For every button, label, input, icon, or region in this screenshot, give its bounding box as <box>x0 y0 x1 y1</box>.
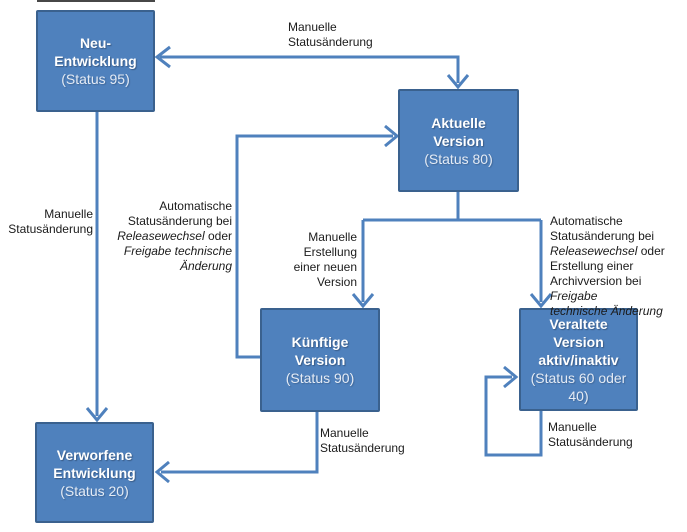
label-line: Erstellung einer <box>550 259 634 273</box>
node-title-line: Entwicklung <box>53 464 136 481</box>
node-title-line: Verworfene <box>56 446 133 463</box>
label-line: Manuelle <box>44 207 93 221</box>
label-line: Statusänderung <box>8 222 93 236</box>
label-line: Manuelle <box>308 230 357 244</box>
label-manual-status-change-loop: Manuelle Statusänderung <box>548 420 633 450</box>
node-title-line: Neu- <box>79 35 112 51</box>
arrowhead-left-into-neu <box>154 45 171 69</box>
arrow-aktuelle-branch-line <box>361 192 543 302</box>
arrow-kuenftige-verworfene-line <box>161 412 319 474</box>
arrowhead-right-into-veraltete <box>503 365 519 389</box>
node-title-line: Veraltete <box>549 315 608 332</box>
label-line: Manuelle <box>288 20 337 34</box>
node-neu-entwicklung: Neu- Entwicklung (Status 95) <box>36 10 155 112</box>
label-line: Freigabe technische <box>123 244 232 258</box>
label-line: Statusänderung <box>548 435 633 449</box>
label-line: Releasewechsel oder <box>550 244 665 258</box>
label-line: Archivversion bei Freigabe <box>550 274 642 303</box>
node-status: 40) <box>568 387 589 404</box>
label-line: Version <box>316 275 357 289</box>
node-verworfene-entwicklung: Verworfene Entwicklung (Status 20) <box>35 422 154 523</box>
label-line: Statusänderung bei <box>127 214 232 228</box>
label-manual-status-change-top: Manuelle Statusänderung <box>288 20 373 50</box>
arrowhead-down-into-kuenftige <box>351 293 375 309</box>
node-status: (Status 20) <box>60 482 129 499</box>
arrowhead-left-into-verworfene <box>154 460 170 484</box>
arrowhead-down-into-veraltete <box>529 293 553 309</box>
node-kuenftige-version: Künftige Version (Status 90) <box>260 308 380 412</box>
node-status: (Status 80) <box>424 150 493 167</box>
label-line: Statusänderung <box>320 441 405 455</box>
arrow-kuenftige-aktuelle-line <box>235 134 393 359</box>
label-line: Automatische <box>550 214 623 228</box>
label-line: Releasewechsel oder <box>117 229 232 243</box>
top-edge-fragment <box>37 0 155 2</box>
node-title-line: Aktuelle <box>431 114 486 131</box>
label-manual-new-version: Manuelle Erstellung einer neuen Version <box>272 230 357 290</box>
node-title-line: Version <box>553 333 604 350</box>
arrowhead-right-into-aktuelle <box>384 124 400 148</box>
label-line: Änderung <box>179 259 232 273</box>
label-line: Automatische <box>159 199 232 213</box>
arrowhead-down-into-verworfene <box>85 407 109 423</box>
node-title-line: Version <box>433 132 484 149</box>
label-manual-status-change-left: Manuelle Statusänderung <box>0 207 93 237</box>
node-title-line: Künftige <box>291 334 349 350</box>
label-manual-status-change-kuenftige: Manuelle Statusänderung <box>320 426 405 456</box>
label-automatic-status-change-left: Automatische Statusänderung bei Releasew… <box>95 199 232 274</box>
node-title-line: Entwicklung <box>54 53 137 69</box>
arrowhead-down-into-aktuelle <box>446 74 470 90</box>
node-veraltete-version: Veraltete Version aktiv/inaktiv (Status … <box>519 308 638 411</box>
arrow-neu-aktuelle-line <box>160 55 460 83</box>
label-line: Manuelle <box>320 426 369 440</box>
node-aktuelle-version: Aktuelle Version (Status 80) <box>398 89 519 192</box>
label-line: Statusänderung bei <box>550 229 655 243</box>
node-status: (Status 90) <box>285 370 355 386</box>
label-line: Erstellung <box>303 245 357 259</box>
node-status: (Status 60 oder <box>530 369 627 386</box>
label-line: Manuelle <box>548 420 597 434</box>
arrow-veraltete-loop-line <box>484 375 543 457</box>
label-automatic-status-change-right: Automatische Statusänderung bei Releasew… <box>550 214 687 319</box>
label-line: technische Änderung <box>550 304 663 318</box>
label-line: einer neuen <box>293 260 357 274</box>
label-line: Statusänderung <box>288 35 373 49</box>
node-status: (Status 95) <box>61 71 130 87</box>
node-title-line: aktiv/inaktiv <box>538 351 619 368</box>
node-title-line: Version <box>294 352 346 368</box>
